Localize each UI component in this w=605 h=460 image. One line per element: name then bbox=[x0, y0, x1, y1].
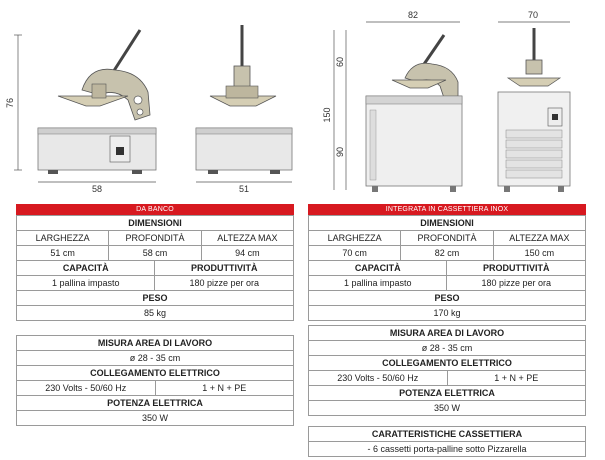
left-power-value: 350 W bbox=[16, 410, 294, 426]
cabinet-front-view-drawing: 70 bbox=[497, 10, 571, 192]
left-spec-table: DIMENSIONI LARGHEZZA PROFONDITÀ ALTEZZA … bbox=[15, 215, 295, 321]
machine-front-view-drawing: 51 bbox=[195, 25, 293, 194]
right-power-value: 350 W bbox=[308, 400, 586, 416]
left-dim-value-width: 51 cm bbox=[15, 245, 110, 261]
cabinet-side-view-drawing: 82 60 150 90 bbox=[322, 10, 463, 192]
left-dim-value-depth: 58 cm bbox=[108, 245, 202, 261]
left-electrical-phase: 1 + N + PE bbox=[154, 380, 294, 396]
right-dimensions-title: DIMENSIONI bbox=[308, 215, 586, 231]
right-spec-panel: INTEGRATA IN CASSETTIERA INOX DIMENSIONI… bbox=[307, 204, 587, 457]
left-dim-header-depth: PROFONDITÀ bbox=[108, 230, 202, 246]
right-capacity-value: 1 pallina impasto bbox=[307, 275, 448, 291]
right-work-area-value: ø 28 - 35 cm bbox=[308, 340, 586, 356]
technical-drawings: 76 58 51 82 60 bbox=[5, 10, 571, 194]
right-weight-title: PESO bbox=[308, 290, 586, 306]
right-banner: INTEGRATA IN CASSETTIERA INOX bbox=[308, 204, 586, 215]
left-productivity-value: 180 pizze per ora bbox=[154, 275, 294, 291]
right-work-area-title: MISURA AREA DI LAVORO bbox=[308, 325, 586, 341]
right-dim-value-depth: 82 cm bbox=[400, 245, 494, 261]
right-drawers-title: CARATTERISTICHE CASSETTIERA bbox=[308, 426, 586, 442]
right-electrical-phase: 1 + N + PE bbox=[446, 370, 586, 386]
right-electrical-voltage: 230 Volts - 50/60 Hz bbox=[308, 370, 448, 386]
machine-side-view-drawing: 76 58 bbox=[5, 29, 157, 194]
dim-left-width: 58 bbox=[92, 184, 102, 194]
right-power-title: POTENZA ELETTRICA bbox=[308, 385, 586, 401]
right-drawers-table: CARATTERISTICHE CASSETTIERA - 6 cassetti… bbox=[308, 426, 586, 457]
right-productivity-title: PRODUTTIVITÀ bbox=[446, 260, 586, 276]
right-productivity-value: 180 pizze per ora bbox=[446, 275, 586, 291]
left-electrical-title: COLLEGAMENTO ELETTRICO bbox=[16, 365, 294, 381]
right-weight-value: 170 kg bbox=[308, 305, 586, 321]
dim-right-top-depth: 70 bbox=[528, 10, 538, 20]
right-dim-value-width: 70 cm bbox=[307, 245, 402, 261]
dim-right-upper: 60 bbox=[335, 57, 345, 67]
left-productivity-title: PRODUTTIVITÀ bbox=[154, 260, 294, 276]
right-drawers-value: - 6 cassetti porta-palline sotto Pizzare… bbox=[308, 441, 586, 457]
dim-mid-width: 51 bbox=[239, 184, 249, 194]
left-dim-header-height: ALTEZZA MAX bbox=[200, 230, 295, 246]
dim-right-lower: 90 bbox=[335, 147, 345, 157]
left-dim-value-height: 94 cm bbox=[200, 245, 295, 261]
dim-left-height: 76 bbox=[5, 98, 15, 108]
right-capacity-title: CAPACITÀ bbox=[307, 260, 448, 276]
right-dim-header-depth: PROFONDITÀ bbox=[400, 230, 494, 246]
left-weight-value: 85 kg bbox=[16, 305, 294, 321]
left-electrical-table: MISURA AREA DI LAVORO ø 28 - 35 cm COLLE… bbox=[16, 335, 294, 426]
right-electrical-table: MISURA AREA DI LAVORO ø 28 - 35 cm COLLE… bbox=[308, 325, 586, 416]
right-spec-table: DIMENSIONI LARGHEZZA PROFONDITÀ ALTEZZA … bbox=[307, 215, 587, 321]
left-electrical-voltage: 230 Volts - 50/60 Hz bbox=[16, 380, 156, 396]
left-weight-title: PESO bbox=[16, 290, 294, 306]
left-banner: DA BANCO bbox=[16, 204, 294, 215]
right-dim-header-height: ALTEZZA MAX bbox=[492, 230, 587, 246]
left-capacity-value: 1 pallina impasto bbox=[15, 275, 156, 291]
left-power-title: POTENZA ELETTRICA bbox=[16, 395, 294, 411]
left-work-area-value: ø 28 - 35 cm bbox=[16, 350, 294, 366]
dim-right-total: 150 bbox=[322, 107, 332, 122]
left-work-area-title: MISURA AREA DI LAVORO bbox=[16, 335, 294, 351]
right-dim-value-height: 150 cm bbox=[492, 245, 587, 261]
dim-right-top-width: 82 bbox=[408, 10, 418, 20]
left-spec-panel: DA BANCO DIMENSIONI LARGHEZZA PROFONDITÀ… bbox=[15, 204, 295, 426]
right-dim-header-width: LARGHEZZA bbox=[307, 230, 402, 246]
right-electrical-title: COLLEGAMENTO ELETTRICO bbox=[308, 355, 586, 371]
left-dimensions-title: DIMENSIONI bbox=[16, 215, 294, 231]
left-dim-header-width: LARGHEZZA bbox=[15, 230, 110, 246]
left-capacity-title: CAPACITÀ bbox=[15, 260, 156, 276]
